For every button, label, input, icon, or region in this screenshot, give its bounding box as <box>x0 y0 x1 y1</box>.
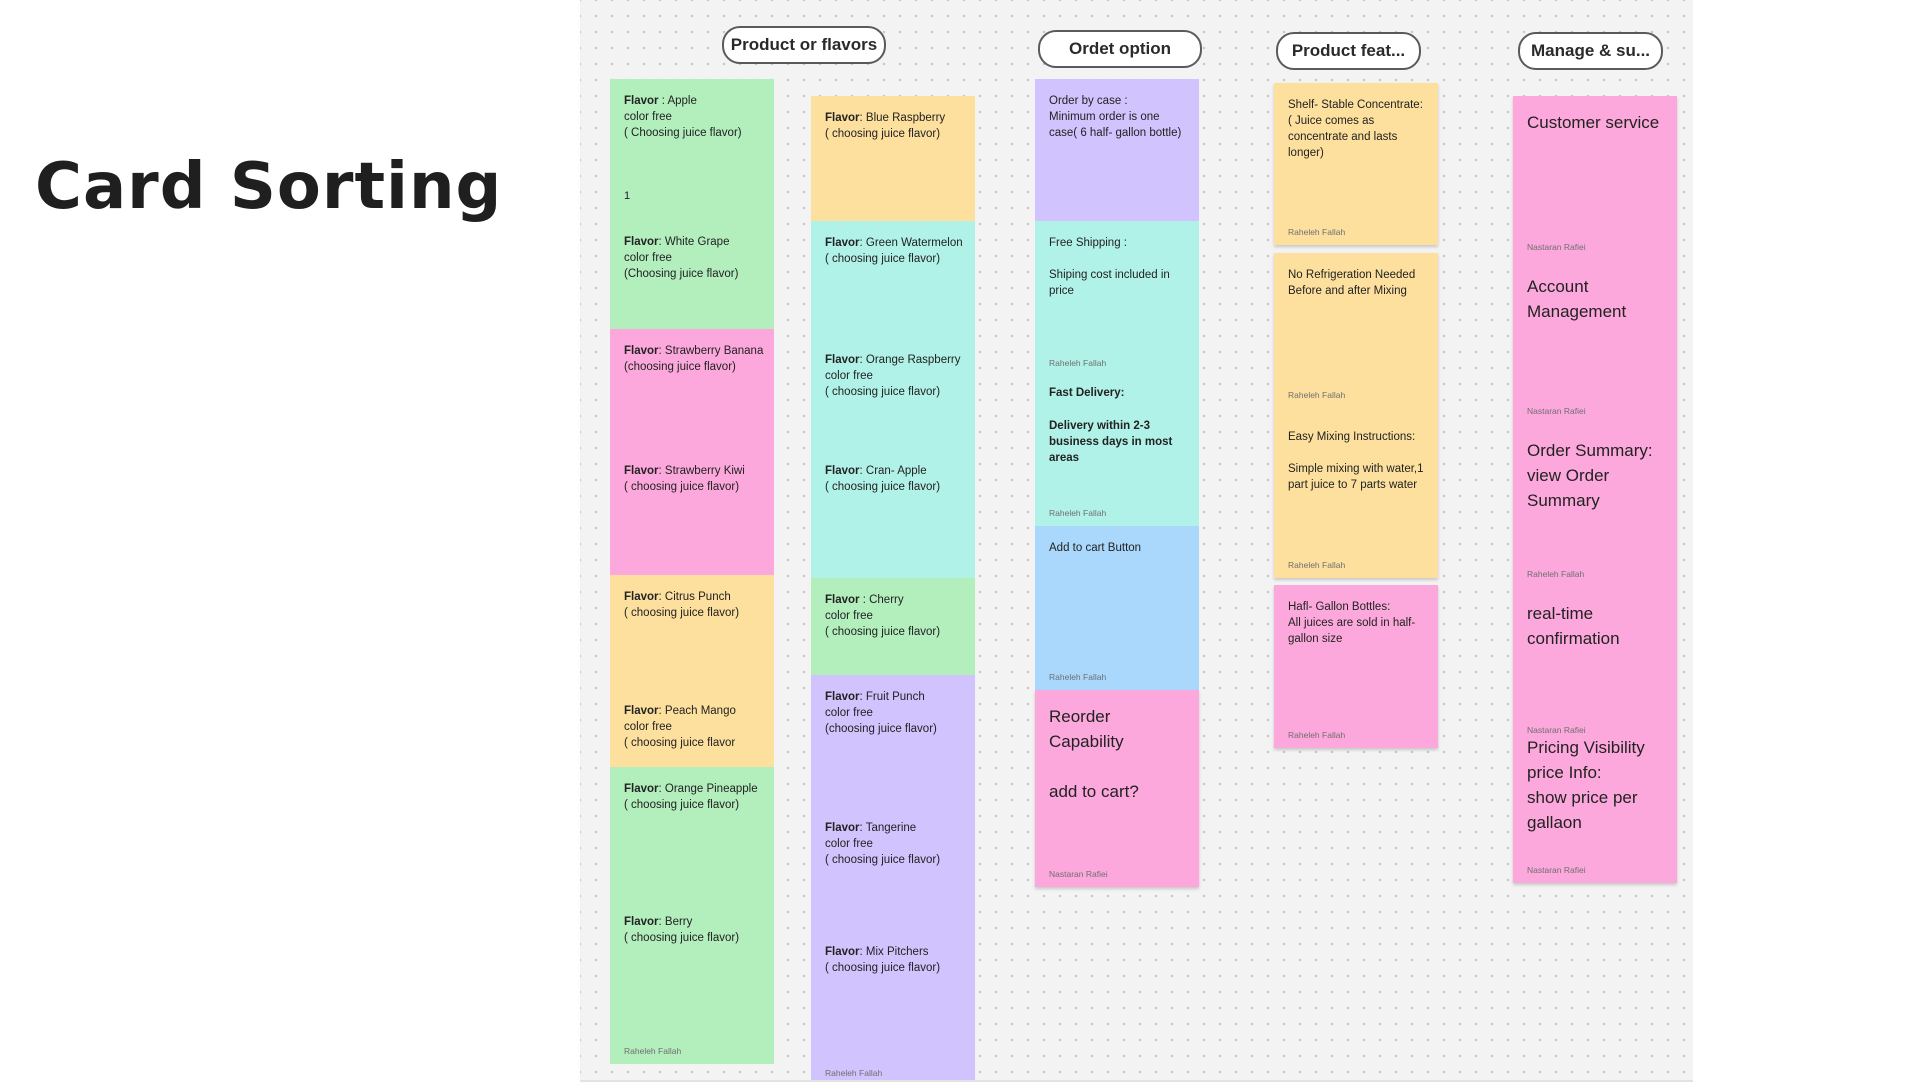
sticky-note-order-summary[interactable]: Order Summary: view Order Summary Rahele… <box>1513 424 1677 587</box>
note-author: Nastaran Rafiei <box>1527 725 1586 735</box>
note-text-fruit-punch: Flavor: Fruit Punch color free (choosing… <box>825 691 937 735</box>
note-author: Raheleh Fallah <box>1288 390 1346 400</box>
note-author: Raheleh Fallah <box>1527 569 1585 579</box>
sticky-note-shelf-stable[interactable]: Shelf- Stable Concentrate: ( Juice comes… <box>1274 83 1438 245</box>
note-author: Nastaran Rafiei <box>1527 242 1586 252</box>
note-text-customer-service: Customer service <box>1527 113 1660 132</box>
sticky-note-punch-tangerine-mix[interactable]: Flavor: Fruit Punch color free (choosing… <box>811 675 975 1082</box>
note-text-cran-apple: Flavor: Cran- Apple ( choosing juice fla… <box>825 465 941 493</box>
note-text-orange-raspberry: Flavor: Orange Raspberry color free ( ch… <box>825 354 961 398</box>
sticky-note-customer-service[interactable]: Customer service Nastaran Rafiei <box>1513 96 1677 260</box>
note-text-peach-mango: Flavor: Peach Mango color free ( choosin… <box>624 705 736 749</box>
sticky-note-cherry[interactable]: Flavor : Cherry color free ( choosing ju… <box>811 578 975 675</box>
sticky-note-account-management[interactable]: Account Management Nastaran Rafiei <box>1513 260 1677 424</box>
note-author: Raheleh Fallah <box>825 1068 883 1078</box>
sticky-note-strawberry[interactable]: Flavor: Strawberry Banana (choosing juic… <box>610 329 774 575</box>
note-text-strawberry-banana: Flavor: Strawberry Banana (choosing juic… <box>624 345 764 373</box>
note-number: 1 <box>624 190 631 202</box>
header-manage-support[interactable]: Manage & su... <box>1518 32 1663 70</box>
sticky-note-half-gallon[interactable]: Hafl- Gallon Bottles: All juices are sol… <box>1274 585 1438 748</box>
note-text-white-grape: Flavor: White Grape color free (Choosing… <box>624 236 739 280</box>
header-products[interactable]: Product or flavors <box>722 26 886 64</box>
note-text-blue-raspberry: Flavor: Blue Raspberry ( choosing juice … <box>825 112 946 140</box>
sticky-note-orange-berry[interactable]: Flavor: Orange Pineapple ( choosing juic… <box>610 767 774 1064</box>
note-author: Raheleh Fallah <box>1288 227 1346 237</box>
note-text-realtime-confirmation: real-time confirmation <box>1527 604 1620 648</box>
whiteboard-canvas[interactable]: Product or flavors Ordet option Product … <box>580 0 1693 1082</box>
note-text-reorder: Reorder Capability add to cart? <box>1049 707 1139 801</box>
sticky-note-add-to-cart[interactable]: Add to cart Button Raheleh Fallah <box>1035 526 1199 690</box>
note-author: Raheleh Fallah <box>1288 730 1346 740</box>
note-text-orange-pineapple: Flavor: Orange Pineapple ( choosing juic… <box>624 783 758 811</box>
note-text-tangerine: Flavor: Tangerine color free ( choosing … <box>825 822 941 866</box>
note-text-fast-delivery: Delivery within 2-3 business days in mos… <box>1049 420 1173 464</box>
header-order-options[interactable]: Ordet option <box>1038 30 1202 68</box>
note-author: Raheleh Fallah <box>1049 358 1107 368</box>
note-author: Nastaran Rafiei <box>1049 869 1108 879</box>
sticky-note-order-by-case[interactable]: Order by case : Minimum order is one cas… <box>1035 79 1199 221</box>
sticky-note-blue-raspberry[interactable]: Flavor: Blue Raspberry ( choosing juice … <box>811 96 975 221</box>
note-text-citrus-punch: Flavor: Citrus Punch ( choosing juice fl… <box>624 591 740 619</box>
note-text-fast-delivery-title: Fast Delivery: <box>1049 387 1125 399</box>
note-text-mix-pitchers: Flavor: Mix Pitchers ( choosing juice fl… <box>825 946 941 974</box>
note-text-add-to-cart: Add to cart Button <box>1049 542 1142 554</box>
note-text-strawberry-kiwi: Flavor: Strawberry Kiwi ( choosing juice… <box>624 465 745 493</box>
note-text-easy-mixing: Easy Mixing Instructions: Simple mixing … <box>1288 431 1424 491</box>
note-text-no-refrigeration: No Refrigeration Needed Before and after… <box>1288 269 1416 297</box>
sticky-note-pricing-visibility[interactable]: Pricing Visibility price Info: show pric… <box>1513 738 1677 883</box>
note-text-green-watermelon: Flavor: Green Watermelon ( choosing juic… <box>825 237 963 265</box>
note-text-account-management: Account Management <box>1527 277 1627 321</box>
sticky-note-shipping-delivery[interactable]: Free Shipping : Shiping cost included in… <box>1035 221 1199 526</box>
note-author: Raheleh Fallah <box>624 1046 682 1056</box>
note-text-berry: Flavor: Berry ( choosing juice flavor) <box>624 916 740 944</box>
sticky-note-reorder[interactable]: Reorder Capability add to cart? Nastaran… <box>1035 690 1199 887</box>
note-author: Nastaran Rafiei <box>1527 406 1586 416</box>
note-author: Nastaran Rafiei <box>1527 865 1586 875</box>
note-text-pricing-visibility: Pricing Visibility price Info: show pric… <box>1527 738 1645 832</box>
note-text-cherry: Flavor : Cherry color free ( choosing ju… <box>825 594 941 638</box>
slide-title: Card Sorting <box>35 150 503 224</box>
note-text-order-summary: Order Summary: view Order Summary <box>1527 441 1653 510</box>
note-author: Raheleh Fallah <box>1049 508 1107 518</box>
note-text-half-gallon: Hafl- Gallon Bottles: All juices are sol… <box>1288 601 1416 645</box>
note-author: Raheleh Fallah <box>1288 560 1346 570</box>
note-text-shelf-stable: Shelf- Stable Concentrate: ( Juice comes… <box>1288 99 1423 159</box>
header-product-features[interactable]: Product feat... <box>1276 32 1421 70</box>
sticky-note-watermelon-raspberry-cran[interactable]: Flavor: Green Watermelon ( choosing juic… <box>811 221 975 578</box>
note-text-apple: Flavor : Apple color free ( Choosing jui… <box>624 95 742 139</box>
sticky-note-apple-grape[interactable]: Flavor : Apple color free ( Choosing jui… <box>610 79 774 329</box>
sticky-note-refrigeration-mixing[interactable]: No Refrigeration Needed Before and after… <box>1274 253 1438 578</box>
sticky-note-realtime-confirmation[interactable]: real-time confirmation Nastaran Rafiei <box>1513 587 1677 743</box>
note-text-order-by-case: Order by case : Minimum order is one cas… <box>1049 95 1182 139</box>
sticky-note-citrus-peach[interactable]: Flavor: Citrus Punch ( choosing juice fl… <box>610 575 774 767</box>
note-author: Raheleh Fallah <box>1049 672 1107 682</box>
note-text-free-shipping: Free Shipping : Shiping cost included in… <box>1049 237 1170 297</box>
